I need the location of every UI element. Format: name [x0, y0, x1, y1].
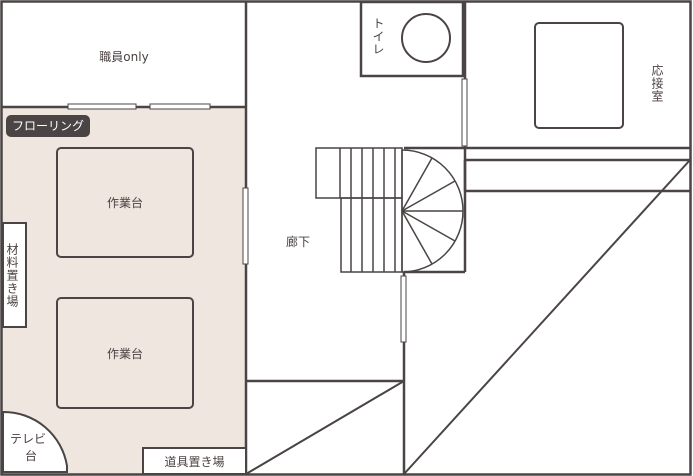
window-staff-2	[149, 103, 211, 110]
workbench-1-label: 作業台	[106, 196, 143, 210]
tv-stand-shape	[2, 410, 68, 473]
workbench-1-box	[56, 147, 194, 258]
window-staff-1	[67, 103, 137, 110]
materials-label: 材料置き場	[5, 243, 19, 308]
workbench-2-box	[56, 297, 194, 409]
tv-stand-label-2: 台	[25, 449, 38, 463]
door-reception	[461, 78, 468, 147]
flooring-area	[2, 108, 246, 474]
flooring-tag: フローリング	[6, 115, 91, 137]
diagonal-right	[403, 159, 691, 475]
corridor-label: 廊下	[286, 235, 311, 249]
toilet-bowl	[401, 13, 451, 63]
door-flooring	[242, 187, 249, 265]
toilet-label: トイレ	[371, 17, 385, 56]
tool-storage-box	[142, 447, 247, 475]
stairs-upper	[315, 147, 403, 199]
reception-label: 応接室	[650, 64, 664, 103]
tv-stand-label-1: テレビ	[10, 432, 47, 446]
reception-table	[534, 22, 624, 129]
materials-box	[2, 222, 27, 328]
tool-storage-label: 道具置き場	[164, 454, 225, 469]
door-lower	[400, 275, 407, 343]
diagonal-lower-middle	[245, 380, 405, 475]
toilet-wall	[359, 0, 465, 78]
workbench-2-label: 作業台	[106, 346, 143, 361]
stairs-lower	[340, 197, 403, 273]
staff-only-label: 職員only	[99, 49, 149, 64]
